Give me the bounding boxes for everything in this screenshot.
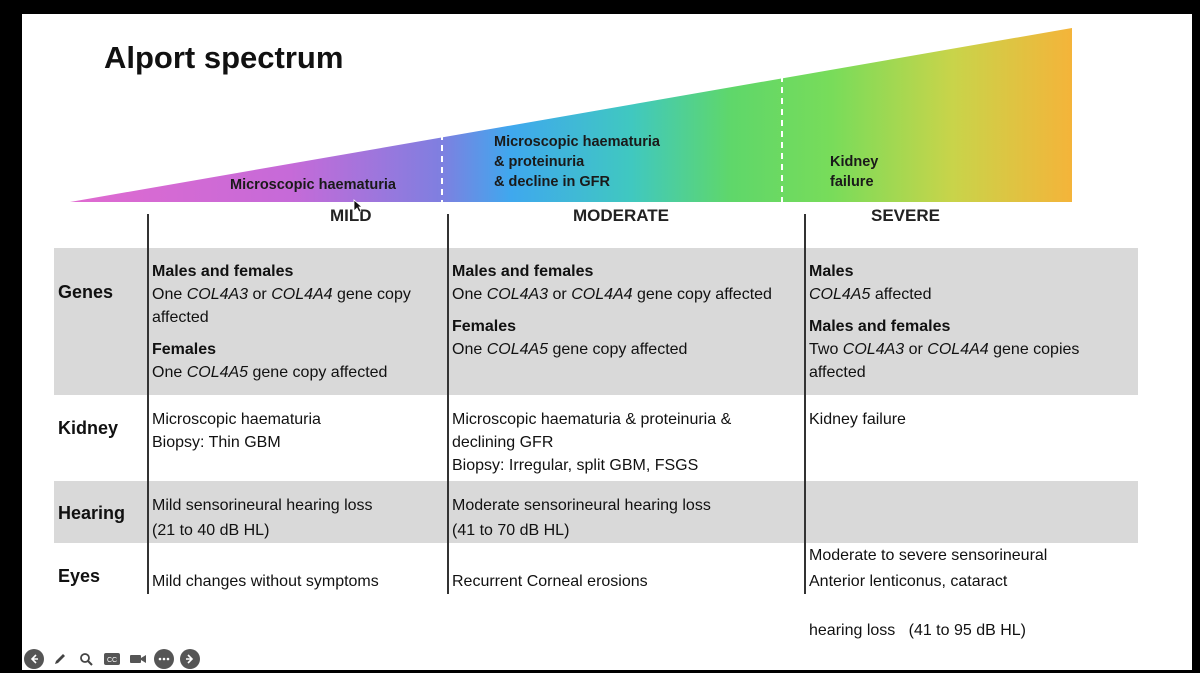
cell-kidney-moderate: Microscopic haematuria & proteinuria & d… [452,411,732,474]
row-label-eyes: Eyes [58,566,101,586]
more-icon[interactable] [154,649,174,669]
cell-genes-severe: Males COL4A5 affected Males and females … [809,263,1080,381]
cell-genes-moderate: Males and females One COL4A3 or COL4A4 g… [452,263,772,358]
captions-icon[interactable]: CC [102,649,122,669]
cell-hearing-mild: Mild sensorineural hearing loss (21 to 4… [152,497,373,539]
row-label-genes: Genes [58,282,114,302]
zoom-icon[interactable] [76,649,96,669]
severity-wedge [70,28,1072,204]
cell-hearing-moderate: Moderate sensorineural hearing loss (41 … [452,497,711,539]
slide-title: Alport spectrum [104,40,344,75]
cell-eyes-mild: Mild changes without symptoms [152,573,379,590]
row-label-kidney: Kidney [58,418,119,438]
arrow-left-icon[interactable] [24,649,44,669]
cell-genes-mild: Males and females One COL4A3 or COL4A4 g… [152,263,411,381]
severity-mild: MILD [330,206,372,225]
cell-kidney-severe: Kidney failure [809,411,906,428]
row-hearing-bg [54,481,1138,543]
column-divider-3 [804,214,806,594]
cell-eyes-moderate: Recurrent Corneal erosions [452,573,648,590]
pen-icon[interactable] [50,649,70,669]
severity-moderate: MODERATE [573,206,670,225]
severity-severe: SEVERE [871,206,940,225]
cell-kidney-mild: Microscopic haematuria Biopsy: Thin GBM [152,411,321,451]
cell-hearing-severe: Moderate to severe sensorineural hearing… [809,547,1048,639]
mouse-cursor-icon [353,199,363,213]
camera-icon[interactable] [128,649,148,669]
band-label-mild: Microscopic haematuria [230,177,396,193]
column-divider-2 [447,214,449,594]
svg-text:CC: CC [107,657,117,664]
row-genes-bg [54,248,1138,395]
cell-eyes-severe: Anterior lenticonus, cataract [809,573,1008,590]
presentation-toolbar: CC [24,648,200,670]
slide: Alport spectrum Microscopic haematuria M… [22,14,1192,670]
column-divider-1 [147,214,149,594]
arrow-right-icon[interactable] [180,649,200,669]
band-label-moderate: Microscopic haematuria & proteinuria & d… [494,134,660,190]
band-label-severe: Kidney failure [830,154,879,190]
row-label-hearing: Hearing [58,503,126,523]
